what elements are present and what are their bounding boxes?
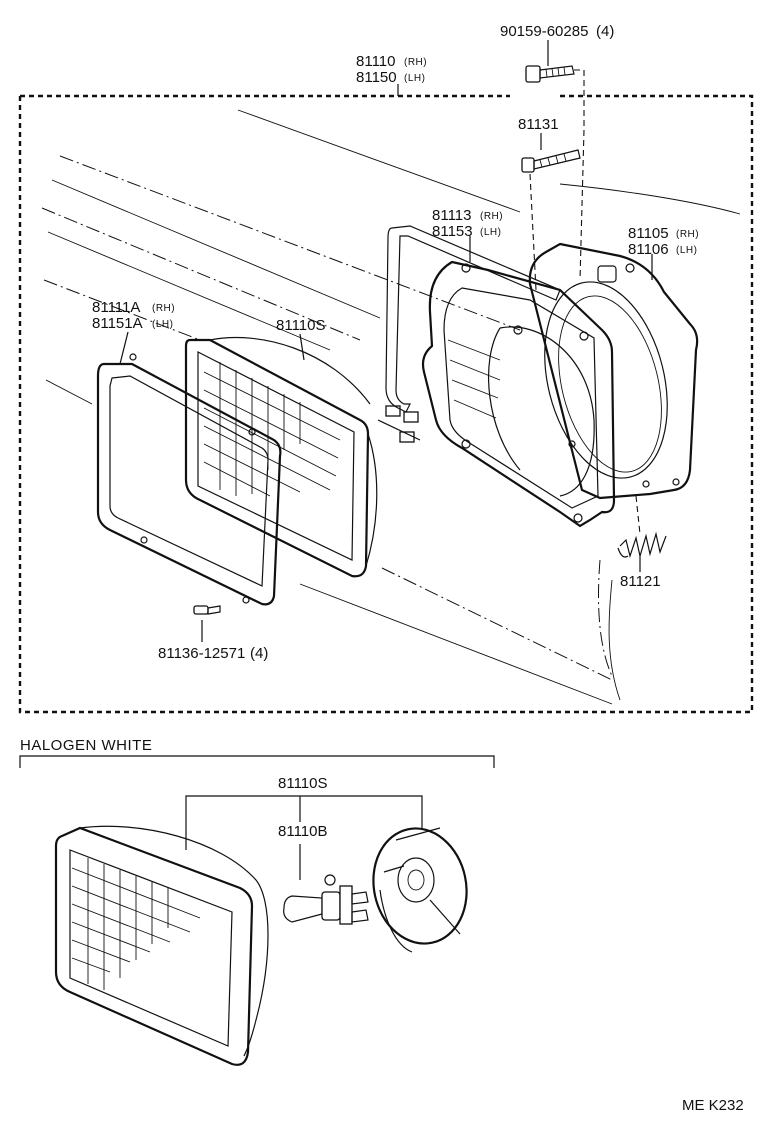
part-label-gasket: 81105 (RH) 81106 (LH) <box>628 225 699 258</box>
headlamp-rim-icon <box>96 353 282 606</box>
headlamp-housing-icon <box>421 260 616 528</box>
bulb-socket-cover-icon <box>372 827 468 953</box>
svg-text:81121: 81121 <box>620 573 661 590</box>
halogen-bulb-icon <box>283 874 369 925</box>
svg-text:81150: 81150 <box>356 69 397 86</box>
part-label-rim: 81111A (RH) 81151A (LH) <box>92 299 175 332</box>
svg-text:(RH): (RH) <box>480 211 503 222</box>
part-label-spring: 81121 <box>620 573 661 590</box>
svg-text:(4): (4) <box>250 645 268 662</box>
svg-text:(4): (4) <box>596 23 614 40</box>
svg-text:81113: 81113 <box>432 207 472 224</box>
svg-text:(RH): (RH) <box>404 57 427 68</box>
halogen-labels: 81110S 81110B <box>185 775 423 880</box>
svg-text:81106: 81106 <box>628 241 669 258</box>
part-label-bolt: 90159-60285 (4) <box>500 23 614 40</box>
rim-screw-icon <box>193 605 221 615</box>
svg-text:ME K232: ME K232 <box>682 1097 744 1114</box>
svg-text:90159-60285: 90159-60285 <box>500 23 588 40</box>
body-panel-lines <box>41 109 741 705</box>
sealed-beam-icon <box>184 336 421 578</box>
svg-text:81105: 81105 <box>628 225 669 242</box>
mounting-ring-icon <box>528 242 699 535</box>
svg-text:(LH): (LH) <box>152 319 173 330</box>
svg-text:81110S: 81110S <box>276 317 326 334</box>
spring-icon <box>617 531 667 559</box>
svg-text:81153: 81153 <box>432 223 473 240</box>
halogen-lamp-unit-icon <box>54 825 269 1066</box>
part-label-screw: 81131 <box>518 116 559 133</box>
svg-text:81111A: 81111A <box>92 299 140 316</box>
svg-text:81151A: 81151A <box>92 315 143 332</box>
leader-lines <box>119 40 653 642</box>
part-label-sealed-beam: 81110S <box>276 317 326 334</box>
gasket-outline <box>385 225 561 413</box>
bolt-icon <box>525 65 585 281</box>
svg-text:81110B: 81110B <box>278 823 328 840</box>
svg-text:(LH): (LH) <box>404 73 425 84</box>
svg-text:HALOGEN WHITE: HALOGEN WHITE <box>20 737 152 754</box>
assembly-frame <box>18 94 754 714</box>
svg-text:(RH): (RH) <box>676 229 699 240</box>
svg-text:81131: 81131 <box>518 116 559 133</box>
svg-text:(LH): (LH) <box>480 227 501 238</box>
svg-text:81110: 81110 <box>356 53 396 70</box>
svg-text:81136-12571: 81136-12571 <box>158 645 245 662</box>
svg-text:81110S: 81110S <box>278 775 328 792</box>
svg-text:(RH): (RH) <box>152 303 175 314</box>
halogen-section-header: HALOGEN WHITE <box>19 737 495 768</box>
screw-icon <box>521 149 581 291</box>
diagram-code: ME K232 <box>682 1097 744 1114</box>
part-label-headlamp-assy: 81110 (RH) 81150 (LH) <box>356 53 427 86</box>
svg-text:(LH): (LH) <box>676 245 697 256</box>
part-label-rim-screw: 81136-12571 (4) <box>158 645 268 662</box>
part-label-housing: 81113 (RH) 81153 (LH) <box>432 207 503 240</box>
